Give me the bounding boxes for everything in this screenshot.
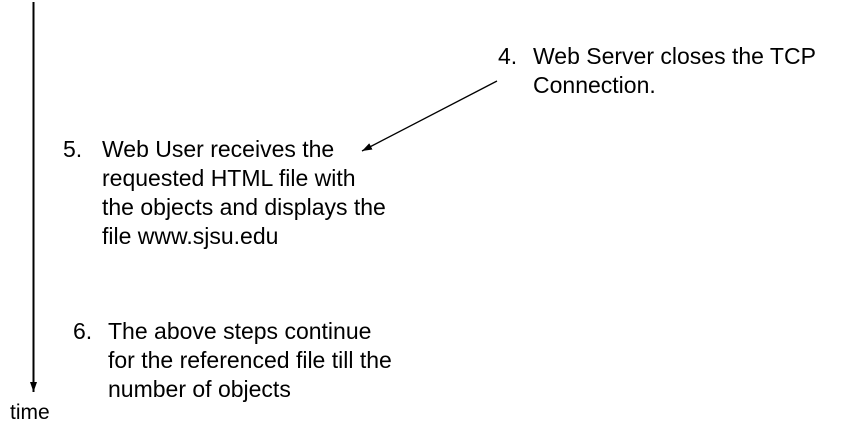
step-number: 4. xyxy=(498,43,518,69)
step-number: 6. xyxy=(73,318,93,344)
step-item-6: 6. The above steps continue for the refe… xyxy=(73,317,473,404)
step-item-5: 5. Web User receives the requested HTML … xyxy=(63,135,463,251)
step-number: 5. xyxy=(63,136,83,162)
server-close-arrow xyxy=(361,80,498,152)
step-item-4: 4. Web Server closes the TCP Connection. xyxy=(498,42,848,100)
step-text: Web Server closes the TCP Connection. xyxy=(533,43,816,98)
step-text: Web User receives the requested HTML fil… xyxy=(102,136,386,249)
step-text: The above steps continue for the referen… xyxy=(108,318,392,402)
time-axis-label: time xyxy=(10,401,50,424)
